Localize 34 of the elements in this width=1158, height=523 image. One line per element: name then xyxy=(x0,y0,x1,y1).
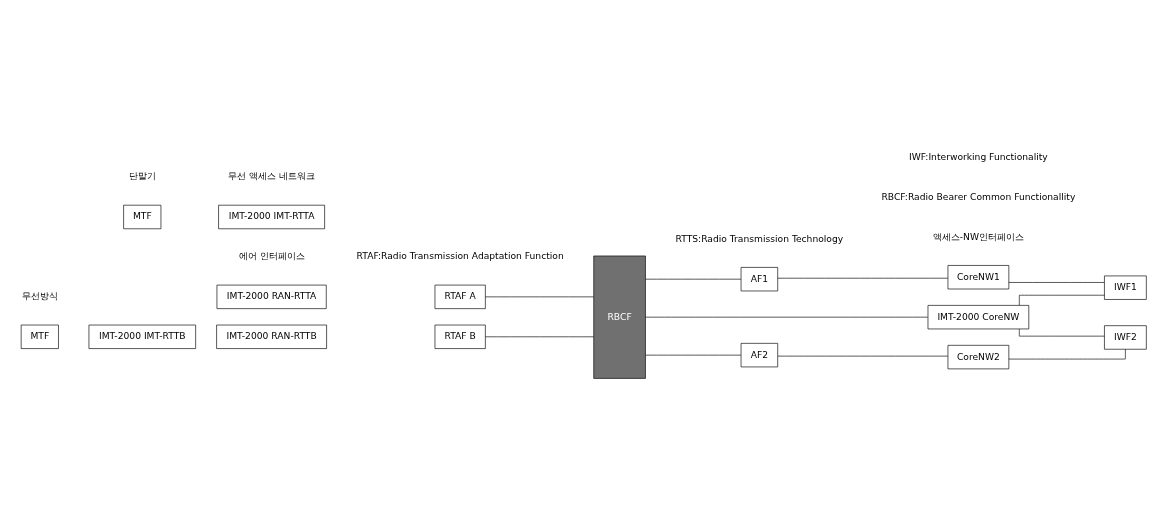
node-box: IMT-2000 RAN-RTTA xyxy=(216,284,327,309)
label: RTAF:Radio Transmission Adaptation Function xyxy=(356,249,564,261)
node-box: RTAF A xyxy=(434,284,486,309)
connector xyxy=(645,278,742,279)
node-box: IMT-2000 RAN-RTTB xyxy=(216,324,327,349)
connector xyxy=(485,296,594,297)
node-box: AF1 xyxy=(740,266,779,291)
label: IWF:Interworking Functionality xyxy=(909,150,1048,162)
node-box: IWF2 xyxy=(1104,324,1147,350)
node-box: RBCF xyxy=(593,255,646,379)
label: RBCF:Radio Bearer Common Functionallity xyxy=(881,190,1076,202)
label: 액세스-NW인터페이스 xyxy=(932,230,1024,242)
label: RTTS:Radio Transmission Technology xyxy=(675,232,844,244)
node-box: AF2 xyxy=(740,342,779,367)
node-box: IMT-2000 IMT-RTTB xyxy=(88,324,196,349)
node-box: CoreNW1 xyxy=(947,264,1010,289)
node-box: IMT-2000 CoreNW xyxy=(927,304,1030,329)
connector xyxy=(1008,281,1105,283)
node-box: CoreNW2 xyxy=(947,344,1010,369)
connector xyxy=(1019,328,1105,336)
connector xyxy=(645,316,929,317)
connector xyxy=(485,335,594,337)
connector xyxy=(645,354,742,355)
node-box: MTF xyxy=(123,204,162,229)
node-box: RTAF B xyxy=(434,324,486,349)
label: 무선방식 xyxy=(21,289,58,301)
node-box: IWF1 xyxy=(1104,275,1147,300)
node-box: IMT-2000 IMT-RTTA xyxy=(218,204,325,229)
label: 단말기 xyxy=(128,169,156,181)
label: 무선 액세스 네트워크 xyxy=(228,169,316,181)
node-box: MTF xyxy=(20,324,59,349)
connector xyxy=(1019,294,1105,305)
label: 에어 인터페이스 xyxy=(238,249,305,261)
connector xyxy=(1008,348,1126,359)
